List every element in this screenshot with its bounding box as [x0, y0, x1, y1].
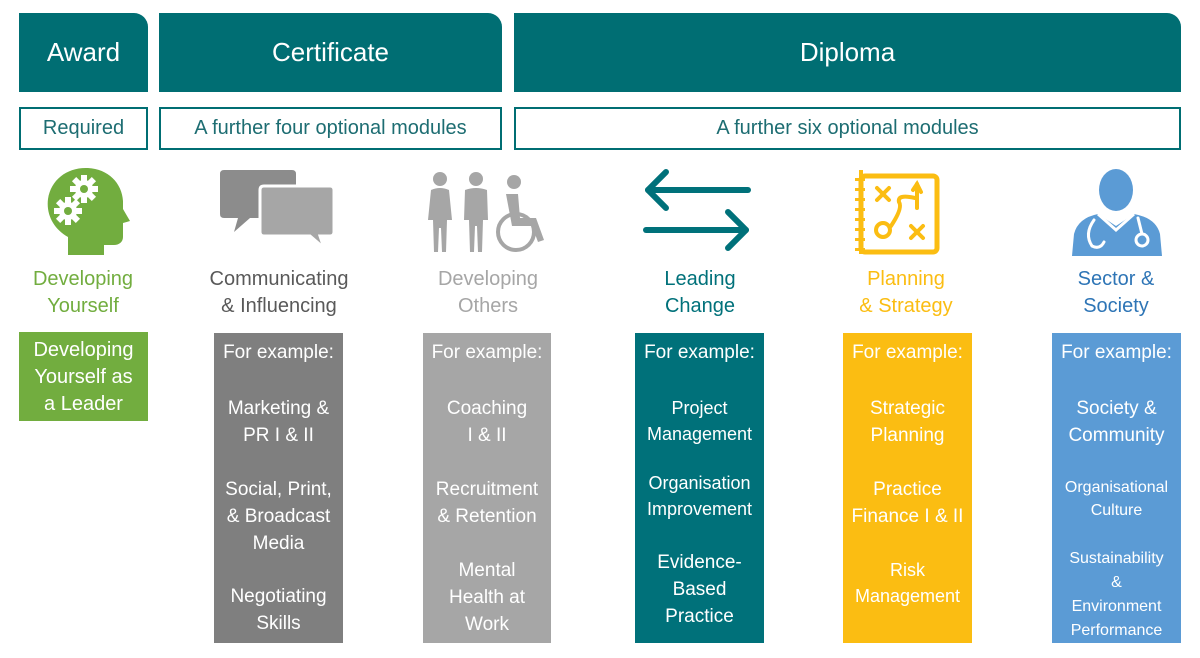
leading-change-example-box: For example: Project Management Organisa…: [635, 333, 764, 643]
planning-strategy-example-box: For example: Strategic Planning Practice…: [843, 333, 972, 643]
for-example-label: For example:: [223, 342, 334, 363]
example-item: Negotiating Skills: [230, 586, 327, 634]
example-item: Practice Finance I & II: [851, 479, 964, 527]
example-item: Evidence- Based Practice: [657, 552, 742, 627]
module-title-communicating-influencing: Communicating & Influencing: [209, 268, 349, 317]
exchange-arrows-icon: [643, 169, 751, 251]
example-item: Society & Community: [1068, 398, 1165, 446]
award-subheader: Required: [19, 107, 148, 150]
example-item: Marketing & PR I & II: [227, 398, 330, 446]
developing-others-example-box: For example: Coaching I & II Recruitment…: [423, 333, 551, 643]
module-title-sector-society: Sector & Society: [1077, 268, 1155, 317]
speech-bubbles-icon: [220, 170, 336, 250]
example-item: Risk Management: [854, 560, 961, 606]
for-example-label: For example:: [644, 342, 755, 363]
module-title-developing-others: Developing Others: [437, 268, 539, 317]
people-wheelchair-icon: [428, 172, 544, 252]
module-title-leading-change: Leading Change: [664, 268, 736, 317]
example-item: Organisation Improvement: [646, 473, 753, 519]
doctor-icon: [1072, 169, 1162, 256]
example-item: Project Management: [646, 398, 753, 444]
for-example-label: For example:: [852, 342, 963, 363]
example-item: Strategic Planning: [870, 398, 945, 446]
diploma-header: Diploma: [514, 13, 1181, 92]
strategy-board-icon: [855, 170, 940, 255]
diploma-subheader: A further six optional modules: [514, 107, 1181, 150]
developing-yourself-box: Developing Yourself as a Leader: [19, 332, 148, 421]
head-gears-icon: [47, 167, 130, 255]
example-item: Coaching I & II: [446, 398, 528, 446]
communicating-example-box: For example: Marketing & PR I & II Socia…: [214, 333, 343, 643]
module-title-planning-strategy: Planning & Strategy: [859, 268, 953, 317]
certificate-subheader: A further four optional modules: [159, 107, 502, 150]
example-item: Sustainability & Environment Performance: [1069, 550, 1164, 639]
example-item: Organisational Culture: [1064, 479, 1169, 519]
for-example-label: For example:: [1061, 342, 1172, 363]
certificate-header: Certificate: [159, 13, 502, 92]
example-item: Social, Print, & Broadcast Media: [225, 479, 332, 554]
award-header: Award: [19, 13, 148, 92]
example-item: Recruitment & Retention: [435, 479, 539, 527]
module-title-developing-yourself: Developing Yourself: [32, 268, 134, 317]
example-item: Mental Health at Work: [448, 560, 526, 635]
for-example-label: For example:: [431, 342, 543, 363]
sector-society-example-box: For example: Society & Community Organis…: [1052, 333, 1181, 643]
